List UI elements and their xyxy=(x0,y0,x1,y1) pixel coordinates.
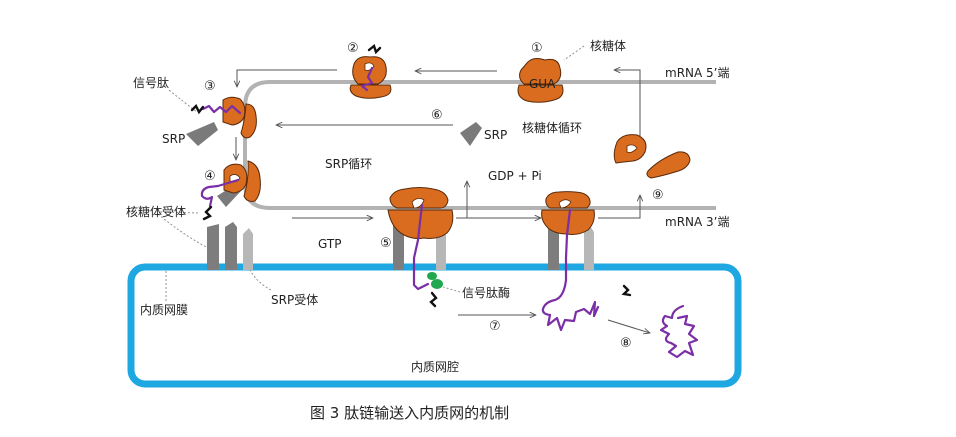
label-srp-receptor: SRP受体 xyxy=(271,293,318,307)
label-signal-peptide: 信号肽 xyxy=(133,75,169,90)
label-srp-cycle: SRP循环 xyxy=(325,157,372,171)
label-start-codon: GUA xyxy=(529,77,556,91)
srp-particle-right xyxy=(460,122,482,146)
signal-peptidase-enzyme xyxy=(427,272,443,289)
figure-caption: 图 3 肽链输送入内质网的机制 xyxy=(310,404,509,422)
ribosome-subunits-dissociated xyxy=(613,134,691,179)
label-ribosome: 核糖体 xyxy=(590,38,626,53)
er-membrane xyxy=(127,263,742,388)
ribosome-4 xyxy=(223,160,261,202)
label-signal-peptidase: 信号肽酶 xyxy=(462,285,510,300)
ribosome-2 xyxy=(349,56,392,99)
label-er-membrane: 内质网膜 xyxy=(140,303,188,317)
step-4-number: ④ xyxy=(204,169,216,184)
step-2-number: ② xyxy=(347,41,359,56)
label-mrna-5-end: mRNA 5’端 xyxy=(665,66,729,80)
step-7-number: ⑦ xyxy=(489,319,501,334)
ribosome-3 xyxy=(222,96,257,139)
signal-peptide-tags xyxy=(190,43,632,308)
label-mrna-3-end: mRNA 3’端 xyxy=(665,215,729,229)
label-srp-left: SRP xyxy=(162,132,185,146)
label-gdp-pi: GDP + Pi xyxy=(488,169,542,183)
label-ribosome-receptor: 核糖体受体 xyxy=(126,204,186,219)
ribosome-1 xyxy=(517,58,564,103)
step-8-number: ⑧ xyxy=(620,336,632,351)
step-9-number: ⑨ xyxy=(652,188,664,203)
step-3-number: ③ xyxy=(204,79,216,94)
step-5-number: ⑤ xyxy=(380,236,392,251)
process-arrows xyxy=(236,70,650,333)
srp-particle-left xyxy=(186,122,218,146)
label-er-lumen: 内质网腔 xyxy=(411,359,459,374)
label-srp-right: SRP xyxy=(484,128,507,142)
step-1-number: ① xyxy=(531,41,543,56)
label-ribosome-cycle: 核糖体循环 xyxy=(522,120,582,135)
label-gtp: GTP xyxy=(318,237,341,251)
mrna-top-strand xyxy=(243,80,716,210)
peptide-chains xyxy=(200,66,699,359)
step-6-number: ⑥ xyxy=(431,108,443,123)
